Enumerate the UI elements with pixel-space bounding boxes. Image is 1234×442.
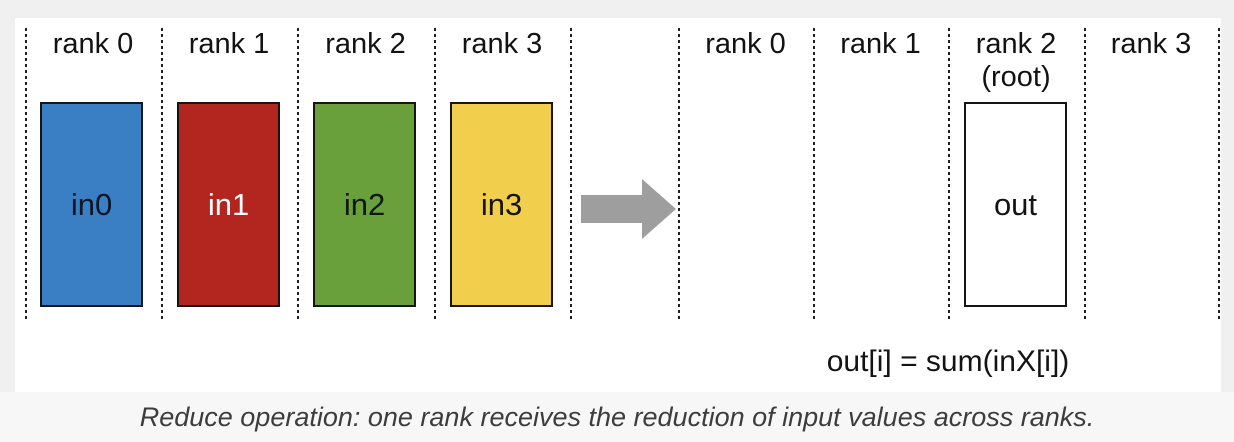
- rank-divider-line: [948, 28, 950, 320]
- caption-band: Reduce operation: one rank receives the …: [0, 392, 1234, 442]
- buffer-label: in2: [343, 187, 386, 222]
- rank-label-left-0: rank 0: [52, 28, 134, 60]
- rank-divider-line: [161, 28, 163, 320]
- rank-sublabel-text: (root): [981, 61, 1051, 93]
- output-buffer-out: out: [964, 102, 1067, 307]
- input-buffer-in2: in2: [313, 102, 416, 307]
- rank-label-text: rank 2: [975, 28, 1057, 60]
- rank-divider-line: [570, 28, 572, 320]
- reduce-formula: out[i] = sum(inX[i]): [826, 345, 1070, 378]
- rank-divider-line: [25, 28, 27, 320]
- arrow-shape: [581, 179, 676, 239]
- rank-label-left-3: rank 3: [461, 28, 543, 60]
- buffer-label: in0: [70, 187, 113, 222]
- rank-divider-line: [1218, 28, 1220, 320]
- rank-divider-line: [678, 28, 680, 320]
- rank-label-text: rank 0: [705, 28, 786, 60]
- rank-label-right-0: rank 0: [678, 28, 813, 61]
- rank-label-right-3: rank 3: [1084, 28, 1218, 61]
- rank-label-left-1: rank 1: [188, 28, 270, 60]
- rank-label-right-2-root: rank 2 (root): [948, 28, 1084, 94]
- rank-label-text: rank 1: [840, 28, 921, 60]
- input-buffer-in0: in0: [40, 102, 143, 307]
- input-buffer-in1: in1: [177, 102, 280, 307]
- rank-label-left-2: rank 2: [325, 28, 406, 60]
- rank-divider-line: [297, 28, 299, 320]
- rank-divider-line: [434, 28, 436, 320]
- diagram-panel: rank 0 rank 1 rank 2 rank 3 rank 0 rank …: [15, 18, 1221, 392]
- rank-divider-line: [1084, 28, 1086, 320]
- figure-caption: Reduce operation: one rank receives the …: [139, 401, 1095, 432]
- buffer-label: in1: [207, 187, 250, 222]
- reduce-arrow-icon: [581, 179, 676, 239]
- input-buffer-in3: in3: [450, 102, 553, 307]
- rank-divider-line: [813, 28, 815, 320]
- buffer-label: out: [993, 187, 1038, 222]
- buffer-label: in3: [480, 187, 523, 222]
- rank-label-right-1: rank 1: [813, 28, 948, 61]
- rank-label-text: rank 3: [1110, 28, 1192, 60]
